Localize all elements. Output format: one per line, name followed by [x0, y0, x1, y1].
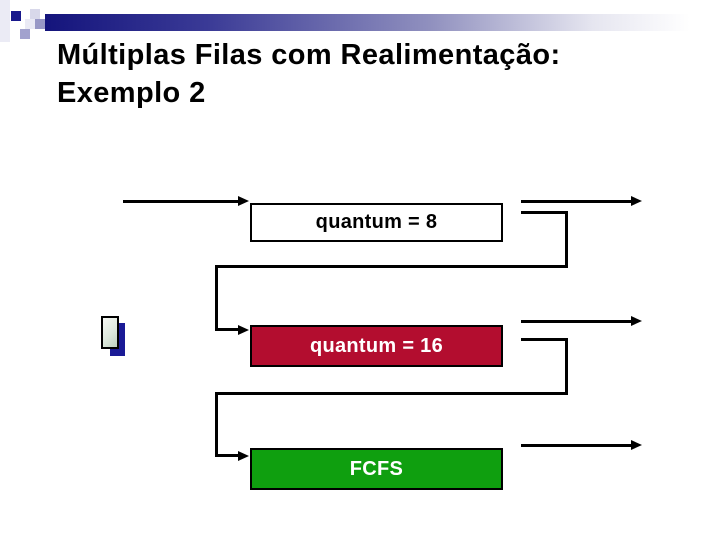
feedback1-arrowhead-icon	[238, 325, 249, 335]
accent-gradient-bar	[45, 14, 690, 31]
feedback1-seg-bottom	[215, 265, 568, 268]
queue-box-quantum-16: quantum = 16	[250, 325, 503, 367]
feedback2-seg-bottom	[215, 392, 568, 395]
entry-arrow-shaft-q8	[123, 200, 238, 203]
queue-box-quantum-8: quantum = 8	[250, 203, 503, 242]
queue-label-quantum-8: quantum = 8	[315, 211, 438, 233]
exit-arrowhead-q16-icon	[631, 316, 642, 326]
exit-arrow-shaft-fcfs	[521, 444, 631, 447]
feedback2-arrowhead-icon	[238, 451, 249, 461]
entry-arrowhead-q8-icon	[238, 196, 249, 206]
mosaic-strip	[0, 0, 10, 42]
feedback2-seg-right-vertical	[565, 338, 568, 395]
feedback2-seg-entry	[215, 454, 238, 457]
title-line-2: Exemplo 2	[57, 77, 206, 109]
feedback2-seg-top	[521, 338, 568, 341]
queue-label-quantum-16: quantum = 16	[309, 334, 444, 357]
feedback1-seg-top	[521, 211, 568, 214]
queue-label-fcfs: FCFS	[349, 457, 404, 480]
mosaic-square-medium	[20, 29, 30, 39]
feedback1-seg-entry	[215, 328, 238, 331]
mosaic-square-slate	[35, 19, 45, 29]
feedback2-seg-left-vertical	[215, 392, 218, 457]
exit-arrow-shaft-q16	[521, 320, 631, 323]
bullet-front-rect	[101, 316, 119, 349]
feedback1-seg-left-vertical	[215, 265, 218, 331]
slide-title: Múltiplas Filas com Realimentação: Exemp…	[57, 36, 697, 112]
feedback1-seg-right-vertical	[565, 211, 568, 268]
mosaic-square-pale2	[25, 19, 35, 29]
queue-box-fcfs: FCFS	[250, 448, 503, 490]
title-line-1: Múltiplas Filas com Realimentação:	[57, 39, 561, 71]
exit-arrowhead-fcfs-icon	[631, 440, 642, 450]
exit-arrowhead-q8-icon	[631, 196, 642, 206]
mosaic-square-pale	[30, 9, 40, 19]
exit-arrow-shaft-q8	[521, 200, 631, 203]
bullet-graphic	[101, 316, 127, 358]
mosaic-square-navy	[11, 11, 21, 21]
